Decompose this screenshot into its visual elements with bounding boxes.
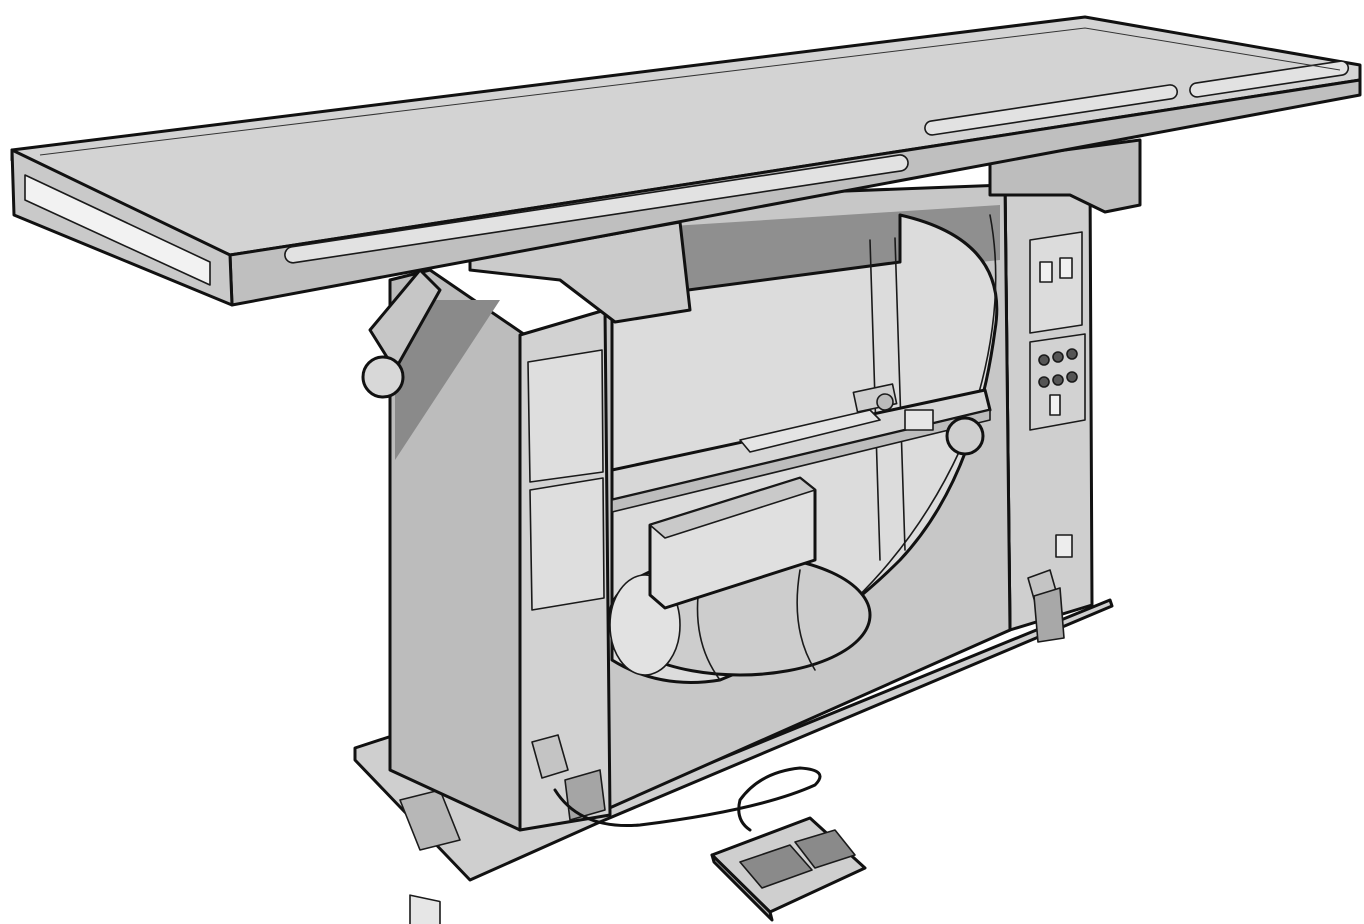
control-knob-panel — [1029, 333, 1086, 431]
foot-pedal — [553, 766, 867, 922]
center-cabinet — [603, 183, 1012, 812]
table-top — [10, 15, 1362, 307]
left-pedestal — [361, 268, 612, 832]
tilt-stop-knob-icon — [361, 355, 405, 399]
outlet-box-left — [531, 734, 569, 779]
power-switch-icon — [1055, 534, 1073, 558]
motor-unit — [608, 476, 872, 681]
adjustment-knob-icon — [945, 416, 985, 456]
front-panel-lower — [529, 477, 605, 611]
side-rail-3 — [1189, 60, 1350, 98]
side-rail-2 — [924, 84, 1179, 136]
side-rail-1 — [284, 154, 909, 264]
front-panel-upper — [527, 349, 604, 483]
switch-panel — [1029, 231, 1083, 334]
